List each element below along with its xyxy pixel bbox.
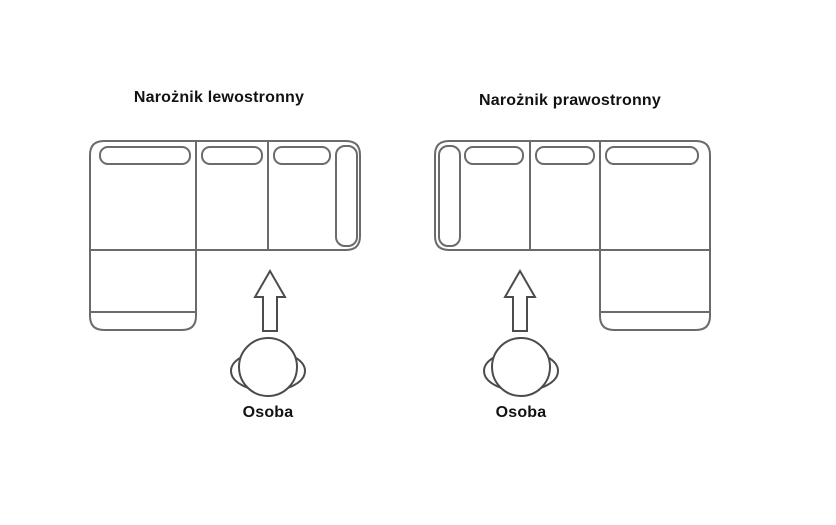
person-icon [230,337,306,397]
left-person-label: Osoba [242,404,294,421]
person-head [491,337,551,397]
corner-sofa-right-icon [434,140,711,331]
up-arrow-icon [253,268,287,332]
back-cushion [605,146,699,165]
back-cushion [273,146,331,165]
back-cushion [99,146,191,165]
back-cushion [464,146,524,165]
up-arrow-icon [503,268,537,332]
person-icon [483,337,559,397]
corner-sofa-left-icon [89,140,361,331]
sofa-outline [434,140,711,331]
back-cushion [535,146,595,165]
person-head [238,337,298,397]
back-cushion [201,146,263,165]
right-sofa-title: Narożnik prawostronny [478,92,661,109]
right-person-label: Osoba [495,404,547,421]
left-sofa-title: Narożnik lewostronny [133,89,305,106]
armrest [335,145,358,247]
sofa-outline [89,140,361,331]
armrest [438,145,461,247]
